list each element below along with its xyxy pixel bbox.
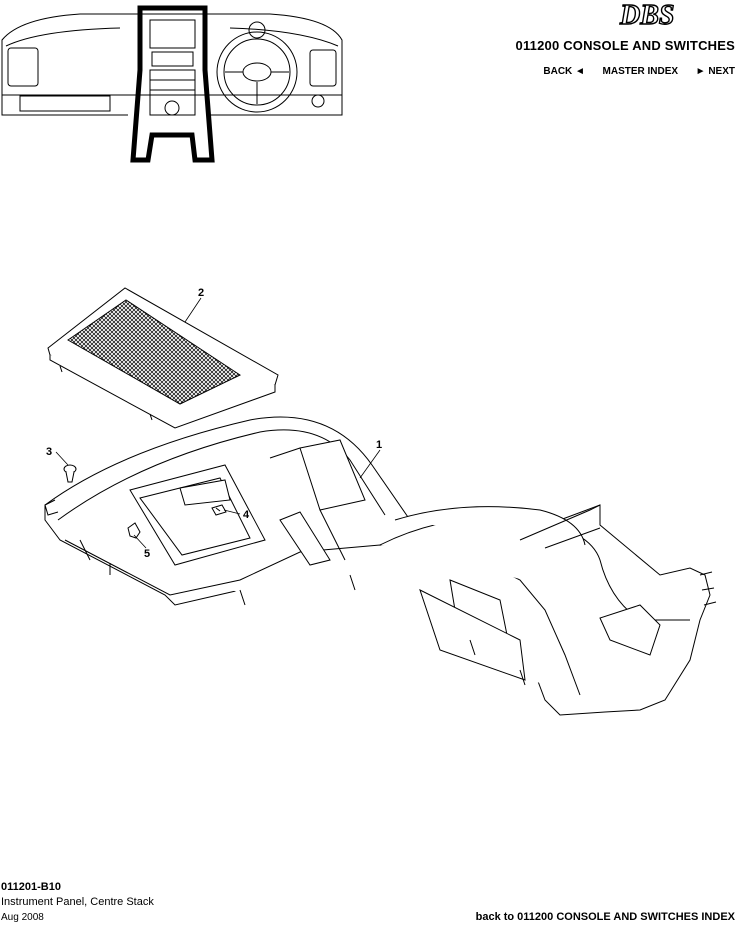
part-info: 011201-B10 Instrument Panel, Centre Stac… (1, 880, 154, 925)
clip-part-4 (211, 504, 227, 516)
centre-stack-exploded-diagram: 1 2 3 4 5 (44, 287, 717, 716)
next-link[interactable]: ► NEXT (695, 66, 735, 77)
back-link[interactable]: BACK ◄ (543, 66, 585, 77)
push-clip-part (63, 464, 77, 483)
master-index-link[interactable]: MASTER INDEX (602, 66, 679, 77)
part-description: Instrument Panel, Centre Stack (1, 896, 154, 908)
grille-panel-part (47, 287, 279, 429)
centre-stack-housing-part (44, 416, 717, 716)
callout-5: 5 (144, 548, 150, 560)
svg-text:DBS: DBS (619, 0, 674, 28)
back-to-index-link[interactable]: back to 011200 CONSOLE AND SWITCHES INDE… (475, 911, 735, 923)
dashboard-locator-thumbnail (1, 5, 343, 163)
navigation-bar: BACK ◄ MASTER INDEX ► NEXT (543, 66, 735, 77)
part-code: 011201-B10 (1, 881, 61, 893)
bracket-part-5 (127, 522, 141, 539)
issue-date: Aug 2008 (1, 912, 44, 923)
callout-4: 4 (243, 509, 250, 521)
callout-1: 1 (376, 439, 382, 451)
section-title: 011200 CONSOLE AND SWITCHES (515, 38, 735, 53)
dbs-logo: DBS (618, 0, 675, 28)
callout-2: 2 (198, 287, 204, 299)
callout-3: 3 (46, 446, 52, 458)
